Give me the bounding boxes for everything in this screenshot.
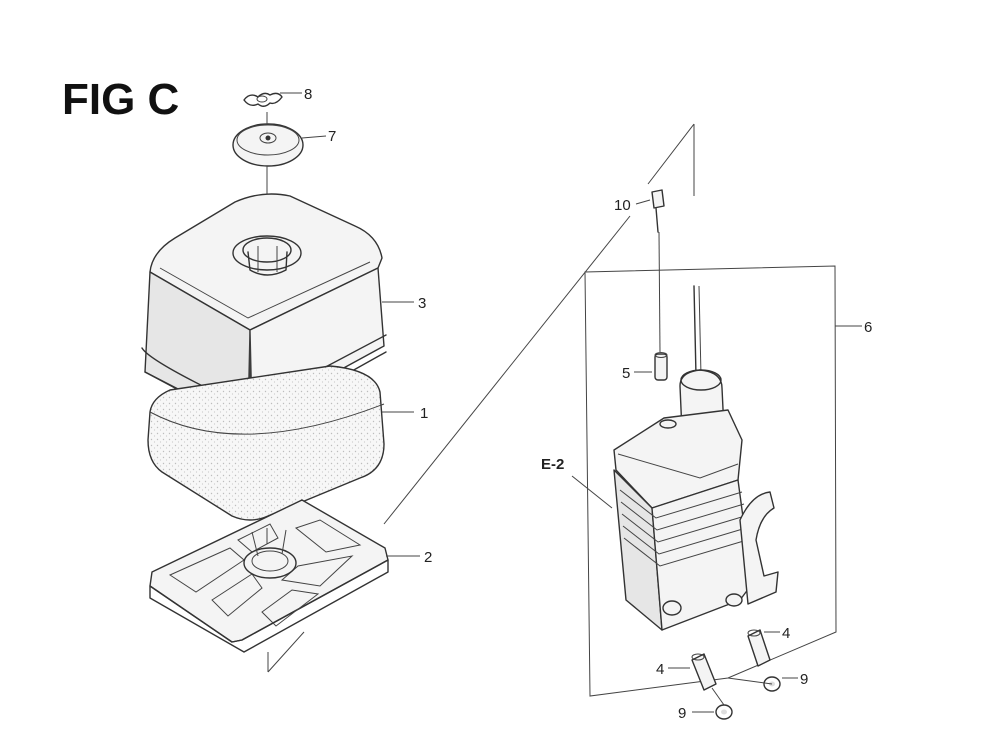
bolt-part-10 <box>651 189 665 353</box>
stud-edge <box>698 285 702 377</box>
callout-1: 1 <box>420 405 428 422</box>
nut-part-9-lower <box>715 704 733 720</box>
collar-part-5 <box>654 352 668 381</box>
connector-nut-lower <box>711 687 725 706</box>
stud <box>693 285 697 377</box>
callout-2: 2 <box>424 549 432 566</box>
leader-10 <box>635 199 651 205</box>
connector-line-b <box>647 123 695 196</box>
wing-nut-part-8 <box>243 92 283 107</box>
leader-e2 <box>571 475 613 509</box>
callout-9-lower: 9 <box>678 705 686 722</box>
assembly-frame-part-6 <box>584 265 837 697</box>
leader-7 <box>301 135 327 139</box>
callout-10: 10 <box>614 197 631 214</box>
tube-part-4-upper <box>747 629 771 667</box>
callout-e2: E-2 <box>541 456 564 473</box>
tube-part-4-lower <box>691 653 717 691</box>
assembly-arrow-lower <box>267 631 305 673</box>
callout-4-upper: 4 <box>782 625 790 642</box>
callout-6: 6 <box>864 319 872 336</box>
connector-nut-upper <box>727 677 773 685</box>
callout-3: 3 <box>418 295 426 312</box>
figure-title: FIG C <box>62 75 179 124</box>
grid-plate-part-2 <box>149 499 389 653</box>
callout-5: 5 <box>622 365 630 382</box>
elbow-housing <box>613 369 779 631</box>
callout-7: 7 <box>328 128 336 145</box>
connector-line-a <box>383 215 631 525</box>
foam-element-part-1 <box>147 365 385 521</box>
callout-8: 8 <box>304 86 312 103</box>
cover-plate-part-7 <box>232 123 304 167</box>
callout-9-upper: 9 <box>800 671 808 688</box>
callout-4-lower: 4 <box>656 661 664 678</box>
